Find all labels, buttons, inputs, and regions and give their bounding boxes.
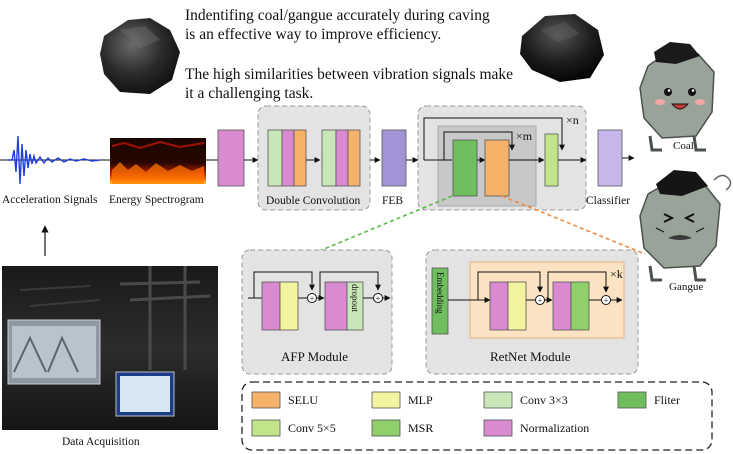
- conv-block-1: [267, 129, 307, 187]
- legend-swatch-mlp: [371, 391, 401, 409]
- svg-text:+: +: [604, 296, 609, 305]
- afp-connector-line: [311, 195, 453, 255]
- legend-swatch-conv-3-3: [483, 391, 513, 409]
- afp-module-panel: [241, 249, 393, 375]
- retnet-embedding-label: Embedding: [435, 272, 445, 314]
- gangue-cartoon-icon: [639, 170, 732, 282]
- acceleration-signals-label: Acceleration Signals: [2, 194, 98, 206]
- data-acquisition-label: Data Acquisition: [62, 436, 140, 448]
- legend-label-msr: MSR: [408, 421, 433, 435]
- repeat-k-label: ×k: [610, 267, 623, 281]
- feb-block: [381, 129, 407, 187]
- coal-label: Coal: [673, 140, 694, 152]
- feb-filter-block: [452, 139, 478, 197]
- afp-mlp-block: [279, 281, 299, 331]
- retnet-embedding-block: [431, 267, 449, 335]
- coal-rock-image-right: [520, 14, 604, 82]
- retnet-norm-block-1: [489, 281, 509, 331]
- intro-line-4: it a challenging task.: [185, 85, 313, 102]
- retnet-module-title: RetNet Module: [490, 349, 571, 364]
- normalization-block-input: [217, 129, 245, 187]
- legend-label-normalization: Normalization: [520, 421, 589, 435]
- intro-line-3: The high similarities between vibration …: [185, 66, 513, 83]
- legend-box: [241, 381, 713, 451]
- retnet-connector-line: [501, 195, 646, 255]
- retnet-norm-block-2: [552, 281, 572, 331]
- intro-line-2: is an effective way to improve efficienc…: [185, 26, 441, 43]
- legend-swatch-conv-5-5: [251, 419, 281, 437]
- repeat-m-label: ×m: [516, 129, 533, 143]
- repeat-n-label: ×n: [566, 113, 579, 127]
- conv-block-2: [321, 129, 361, 187]
- feb-selu-block: [484, 139, 510, 197]
- classifier-block: [597, 129, 623, 187]
- legend-label-selu: SELU: [288, 393, 318, 407]
- feb-conv5-block: [544, 133, 559, 187]
- afp-dropout-label: dropout: [350, 284, 360, 312]
- afp-dropout-block: [346, 281, 364, 331]
- afp-norm-block-2: [324, 281, 348, 331]
- retnet-mlp-block: [507, 281, 527, 331]
- legend-label-fliter: Fliter: [654, 393, 680, 407]
- intro-line-1: Indentifing coal/gangue accurately durin…: [185, 7, 490, 24]
- svg-text:+: +: [538, 296, 543, 305]
- acceleration-waveform: [8, 135, 101, 185]
- energy-spectrogram-image: [110, 138, 206, 184]
- double-convolution-label: Double Convolution: [266, 195, 360, 207]
- retnet-msr-block: [570, 281, 590, 331]
- feb-label: FEB: [382, 195, 403, 207]
- afp-module-title: AFP Module: [281, 349, 348, 364]
- coal-rock-image-left: [100, 18, 180, 94]
- svg-text:+: +: [310, 294, 315, 303]
- legend-label-conv-5-5: Conv 5×5: [288, 421, 336, 435]
- legend-swatch-fliter: [617, 391, 647, 409]
- coal-cartoon-icon: [639, 42, 715, 152]
- classifier-label: Classifier: [586, 195, 630, 207]
- legend-swatch-selu: [251, 391, 281, 409]
- legend-swatch-msr: [371, 419, 401, 437]
- data-acquisition-photo: [2, 266, 218, 430]
- svg-text:+: +: [376, 294, 381, 303]
- legend-swatch-normalization: [483, 419, 513, 437]
- legend-label-conv-3-3: Conv 3×3: [520, 393, 568, 407]
- gangue-label: Gangue: [669, 281, 703, 293]
- energy-spectrogram-label: Energy Spectrogram: [109, 194, 204, 206]
- legend-label-mlp: MLP: [408, 393, 433, 407]
- afp-norm-block: [261, 281, 281, 331]
